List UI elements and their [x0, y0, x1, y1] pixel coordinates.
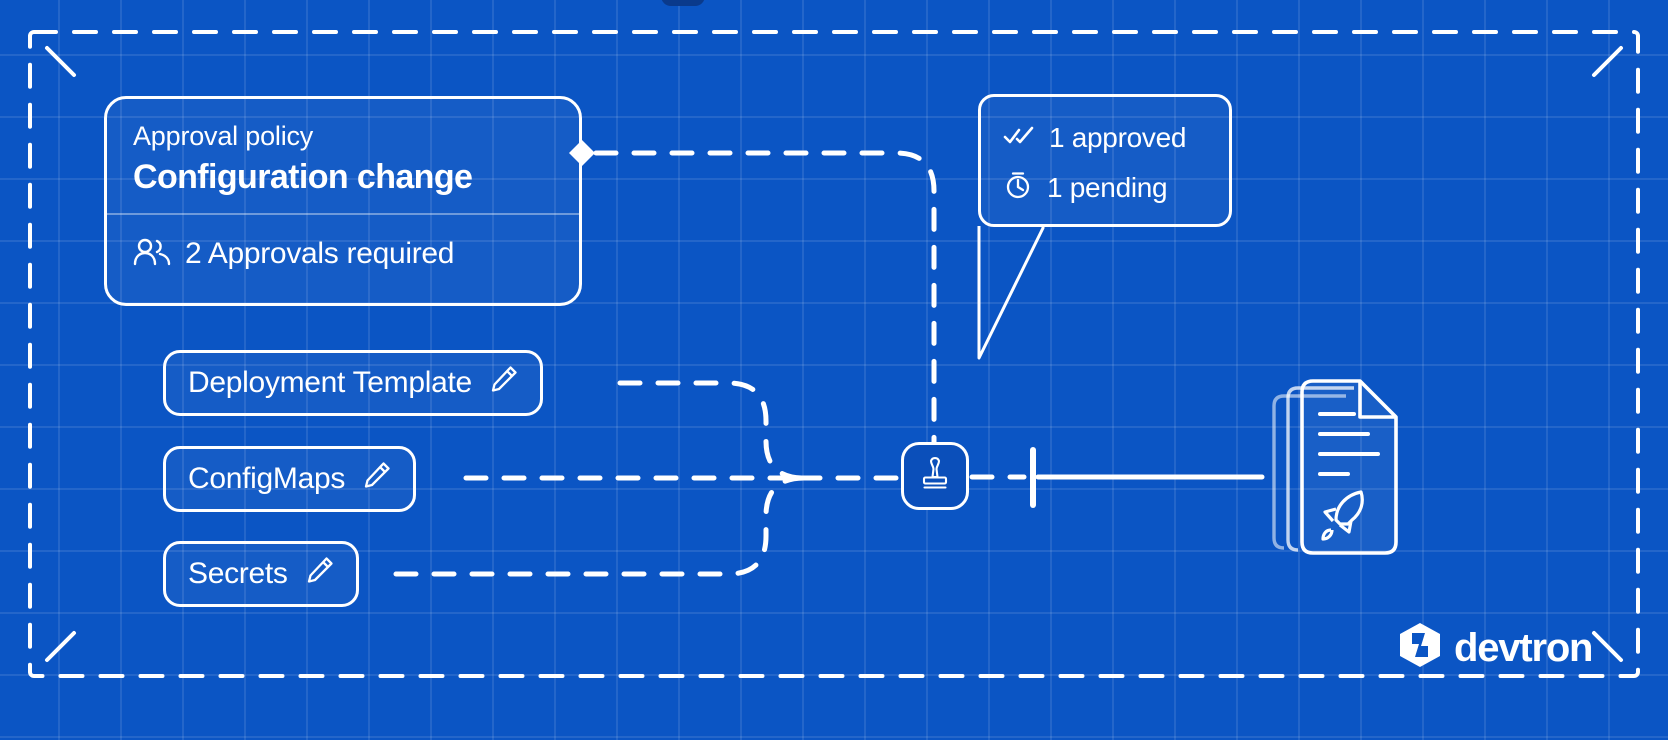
deployment-documents[interactable]: [1236, 378, 1406, 558]
double-check-icon: [1003, 122, 1035, 154]
devtron-wordmark: devtron: [1454, 625, 1593, 670]
policy-card-header: Approval policy Configuration change: [107, 99, 579, 199]
deployment-template-connector: [617, 380, 807, 481]
policy-to-stamp-connector: [569, 140, 937, 445]
rubber-stamp-icon: [916, 455, 954, 498]
config-pill-label: ConfigMaps: [188, 462, 346, 495]
config-pill-deployment-template[interactable]: Deployment Template: [163, 350, 543, 416]
document-stack-rocket-icon: [1272, 379, 1398, 555]
pencil-edit-icon[interactable]: [304, 554, 336, 594]
stopwatch-timer-icon: [1003, 170, 1033, 207]
callout-tail: [977, 226, 1045, 360]
config-pill-label: Secrets: [188, 557, 288, 590]
top-edge-notch: [661, 0, 705, 6]
callout-row-pending: 1 pending: [1003, 163, 1211, 213]
dashed-frame: [28, 30, 1640, 678]
approval-status-callout: 1 approved 1 pending: [978, 94, 1232, 227]
devtron-logo: devtron: [1398, 622, 1593, 673]
config-pill-label: Deployment Template: [188, 366, 472, 399]
callout-label: 1 pending: [1047, 172, 1168, 203]
config-pill-configmaps[interactable]: ConfigMaps: [163, 446, 417, 512]
policy-card-divider: [107, 213, 579, 215]
devtron-hexagon-icon: [1398, 622, 1442, 673]
config-pill-secrets[interactable]: Secrets: [163, 541, 359, 607]
pencil-edit-icon[interactable]: [361, 459, 393, 499]
approval-stamp-node[interactable]: [901, 442, 969, 510]
callout-row-approved: 1 approved: [1003, 113, 1211, 163]
secrets-connector: [393, 475, 807, 577]
policy-title: Configuration change: [133, 158, 473, 196]
users-group-icon: [133, 238, 171, 271]
callout-label: 1 approved: [1049, 122, 1187, 153]
rocket-icon: [1321, 490, 1364, 541]
policy-approvals-label: 2 Approvals required: [185, 237, 455, 270]
policy-subtitle: Approval policy: [133, 121, 314, 151]
policy-approvals-row: 2 Approvals required: [107, 215, 579, 273]
approval-policy-card[interactable]: Approval policy Configuration change 2 A…: [104, 96, 582, 306]
pencil-edit-icon[interactable]: [488, 363, 520, 403]
